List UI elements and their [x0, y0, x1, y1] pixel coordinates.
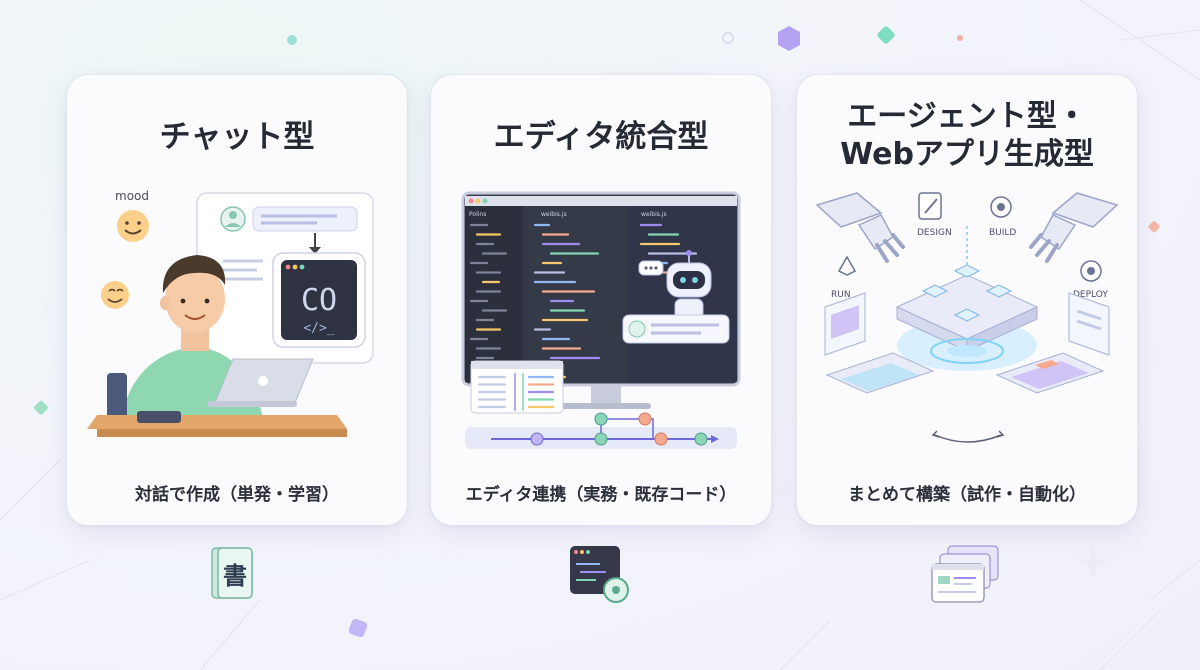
editor-illustration: Polins weibis.js weibis.js — [461, 191, 741, 449]
agent-illustration: DESIGN BUILD RUN DEPLOY — [815, 192, 1119, 443]
suggestion-card — [622, 314, 730, 344]
build-gear-icon — [990, 196, 1012, 218]
mood-label: mood — [115, 189, 149, 203]
tab-right: weibis.js — [641, 211, 667, 218]
decor-shapes — [34, 26, 1160, 638]
tablet-right — [995, 352, 1105, 394]
robot-arm-left — [815, 192, 905, 263]
book-glyph: 書 — [223, 562, 247, 590]
design-icon — [918, 192, 942, 220]
run-rocket-icon — [837, 255, 857, 276]
label-deploy: DEPLOY — [1073, 290, 1108, 300]
card-agent-title-line2: Webアプリ生成型 — [840, 137, 1094, 172]
browser-left — [824, 292, 866, 356]
stacked-windows-icon — [931, 545, 999, 603]
central-platform — [895, 225, 1039, 371]
code-tag: </>_ — [303, 321, 334, 336]
code-glyph: CO — [301, 283, 337, 318]
code-window-gear-icon — [570, 546, 629, 603]
card-agent-title-line1: エージェント型・ — [847, 99, 1087, 134]
label-run: RUN — [831, 290, 851, 300]
book-icon: 書 — [211, 547, 253, 599]
browser-right — [1068, 292, 1110, 356]
git-panel — [470, 360, 564, 414]
card-editor: エディタ統合型 Polins weibis.js weibis.js — [430, 74, 772, 526]
tablet-left — [825, 352, 935, 394]
code-window: CO </>_ — [272, 252, 366, 348]
commit-timeline — [465, 412, 737, 449]
robot-arm-right — [1029, 192, 1119, 263]
chat-illustration: CO </>_ — [87, 192, 374, 437]
card-chat-title: チャット型 — [159, 119, 315, 155]
card-agent: エージェント型・ Webアプリ生成型 DESIGN — [796, 74, 1138, 526]
robot-assistant — [638, 250, 712, 320]
card-chat-caption: 対話で作成（単発・学習） — [135, 485, 339, 505]
card-editor-caption: エディタ連携（実務・既存コード） — [465, 485, 737, 505]
tab-left: Polins — [469, 211, 486, 218]
label-design: DESIGN — [917, 228, 952, 238]
card-chat: チャット型 — [66, 74, 408, 526]
tab-mid: weibis.js — [541, 211, 567, 218]
label-build: BUILD — [989, 228, 1016, 238]
deploy-gear-icon — [1080, 260, 1102, 282]
smile-face-icon — [117, 210, 149, 242]
smile-face-small-icon — [101, 281, 129, 309]
desk — [87, 411, 347, 437]
card-agent-caption: まとめて構築（試作・自動化） — [848, 485, 1086, 505]
laptop — [207, 358, 314, 407]
card-editor-title: エディタ統合型 — [493, 119, 709, 155]
